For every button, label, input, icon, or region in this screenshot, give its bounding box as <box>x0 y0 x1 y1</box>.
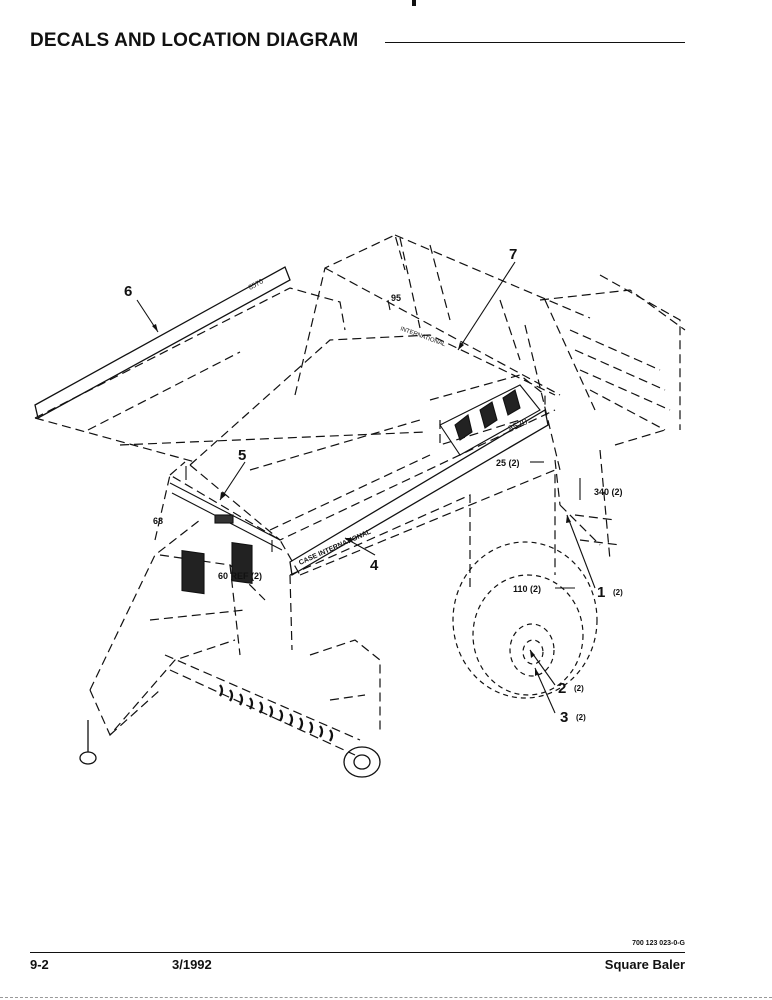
page-title: DECALS AND LOCATION DIAGRAM <box>30 30 359 51</box>
callout-6: 6 <box>124 283 132 300</box>
title-rule <box>385 42 685 43</box>
model-name: Square Baler <box>604 957 685 972</box>
decal-graphic-7 <box>439 384 541 456</box>
baler-linework <box>34 234 686 756</box>
dimension-60-ref: 60 REF (2) <box>218 571 262 581</box>
decal-model-small: 8570 <box>248 278 265 292</box>
callout-2: 2 <box>558 680 566 697</box>
leader-arrowheads <box>152 324 571 676</box>
gauge-wheel <box>343 746 381 778</box>
scan-edge <box>0 997 772 998</box>
dimension-340: 340 (2) <box>594 487 623 497</box>
callout-7: 7 <box>509 246 517 263</box>
main-wheel <box>452 541 598 699</box>
part-number: 700 123 023-0-G <box>632 940 685 947</box>
callout-5: 5 <box>238 447 246 464</box>
publication-date: 3/1992 <box>172 957 212 972</box>
page-number: 9-2 <box>30 957 49 972</box>
footer-rule <box>30 952 685 953</box>
pickup-tines <box>219 684 334 742</box>
decal-model-large: 8570 <box>507 416 529 434</box>
decal-strip-6 <box>34 266 291 419</box>
callout-4: 4 <box>370 557 379 574</box>
callout-2-qty: (2) <box>574 684 584 693</box>
decal-panel-5 <box>169 482 283 595</box>
dimension-25: 25 (2) <box>496 458 520 468</box>
dimension-68: 68 <box>153 516 163 526</box>
callout-3: 3 <box>560 709 568 726</box>
callout-3-qty: (2) <box>576 713 586 722</box>
callout-1-qty: (2) <box>613 588 623 597</box>
decal-strip-4 <box>289 408 549 577</box>
dimension-95: 95 <box>391 293 401 303</box>
scan-artifact <box>412 0 416 6</box>
dimension-110: 110 (2) <box>513 584 541 594</box>
hitch-jack <box>79 720 97 765</box>
callout-1: 1 <box>597 584 605 601</box>
